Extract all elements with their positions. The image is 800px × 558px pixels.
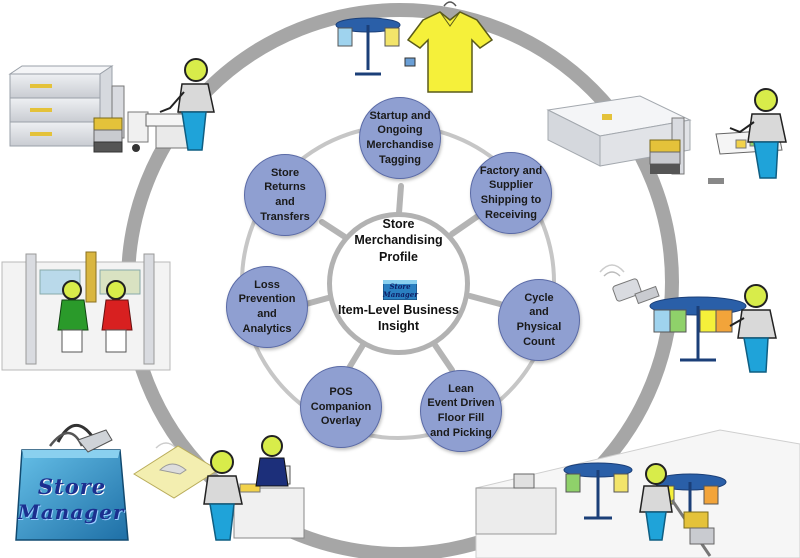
badge-text-manager: Manager bbox=[383, 290, 418, 299]
node-label: Cycle and Physical Count bbox=[516, 291, 562, 348]
cashier-figure bbox=[203, 450, 243, 541]
shopper-figure-red bbox=[101, 280, 133, 353]
node-label: Lean Event Driven Floor Fill and Picking bbox=[427, 382, 495, 439]
clothing-rack-bottomright bbox=[563, 462, 727, 520]
receiving-station-topright bbox=[546, 95, 783, 184]
worker-figure-topleft bbox=[159, 58, 215, 151]
logo-text-store: Store bbox=[37, 474, 107, 499]
node-factory-receiving: Factory and Supplier Shipping to Receivi… bbox=[470, 152, 552, 234]
node-label: Loss Prevention and Analytics bbox=[238, 278, 296, 335]
shopper-figure-green bbox=[57, 280, 89, 353]
yellow-shirt-icon bbox=[404, 1, 494, 93]
node-pos-overlay: POS Companion Overlay bbox=[300, 366, 382, 448]
node-lean-floor-fill: Lean Event Driven Floor Fill and Picking bbox=[420, 370, 502, 452]
checkout-area-bottomright bbox=[475, 429, 800, 558]
hub-title: Store Merchandising Profile bbox=[354, 217, 443, 264]
node-label: Startup and Ongoing Merchandise Tagging bbox=[366, 109, 434, 166]
store-manager-logo bbox=[15, 424, 129, 541]
badge-text-store: Store bbox=[389, 282, 411, 291]
worker-figure-right bbox=[729, 284, 777, 373]
node-label: Store Returns and Transfers bbox=[260, 166, 310, 223]
clothing-rack-top bbox=[335, 17, 401, 76]
spokes bbox=[303, 183, 503, 373]
worker-figure-topright bbox=[729, 88, 787, 179]
customer-figure bbox=[255, 435, 289, 487]
warehouse-boxes-topleft bbox=[8, 65, 205, 153]
node-startup-tagging: Startup and Ongoing Merchandise Tagging bbox=[359, 97, 441, 179]
hub-subtitle: Item-Level Business Insight bbox=[338, 303, 459, 334]
node-cycle-count: Cycle and Physical Count bbox=[498, 279, 580, 361]
logo-text-manager: Manager bbox=[17, 500, 125, 524]
node-label: POS Companion Overlay bbox=[310, 386, 372, 428]
node-label: Factory and Supplier Shipping to Receivi… bbox=[479, 164, 543, 221]
handheld-scanner-icon bbox=[599, 264, 660, 305]
node-store-returns: Store Returns and Transfers bbox=[244, 154, 326, 236]
hand-truck-worker bbox=[639, 463, 715, 557]
store-exit-gates bbox=[1, 251, 171, 371]
node-loss-prevention: Loss Prevention and Analytics bbox=[226, 266, 308, 348]
clothing-rack-right bbox=[649, 296, 747, 362]
